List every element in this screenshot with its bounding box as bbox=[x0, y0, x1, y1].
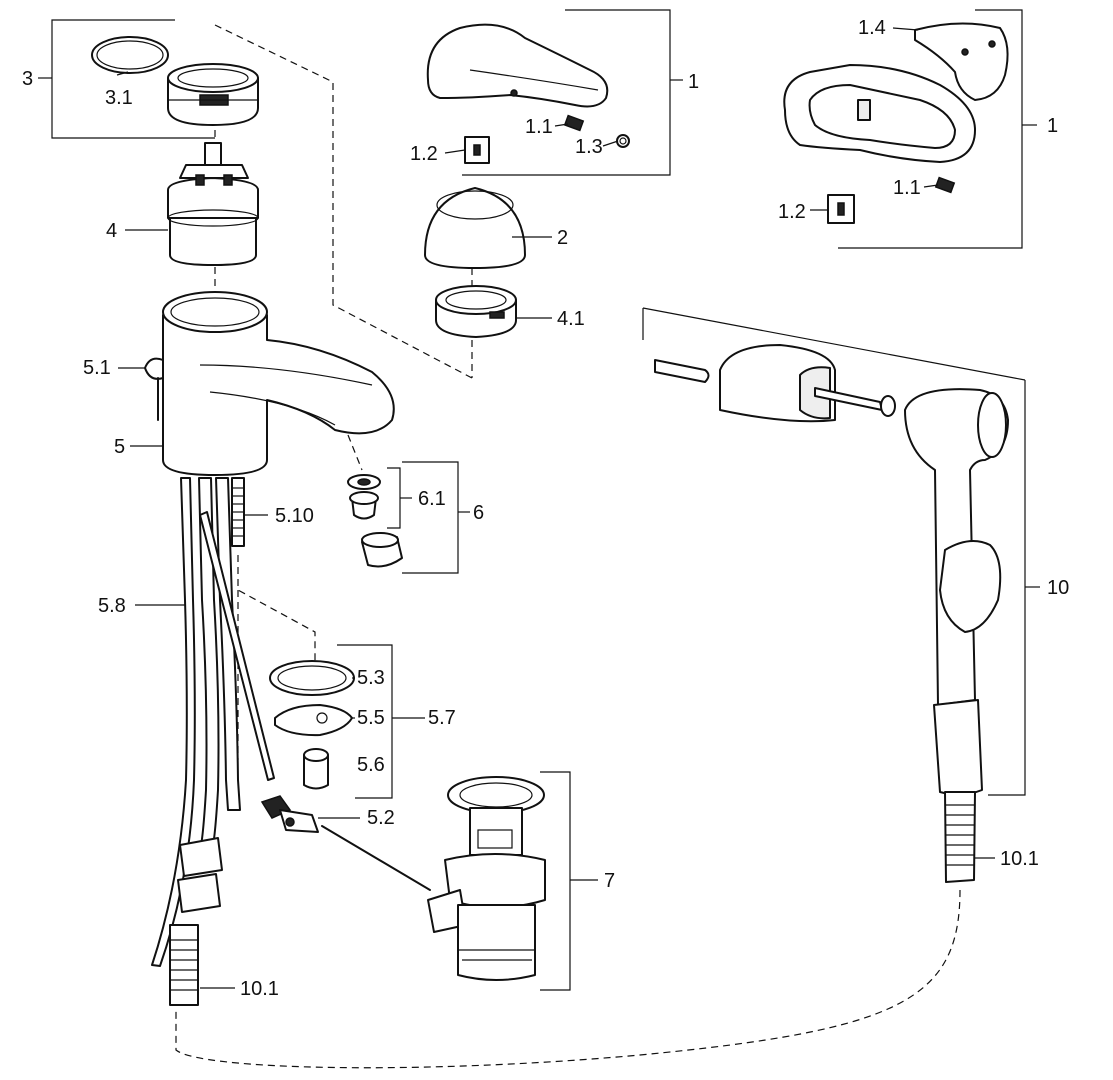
callout-10-1-right: 10.1 bbox=[1000, 848, 1039, 870]
nut-1-3 bbox=[616, 134, 630, 148]
o-ring-5-3 bbox=[269, 660, 355, 696]
callout-4-1: 4.1 bbox=[557, 308, 585, 330]
o-ring-3-1 bbox=[91, 36, 169, 74]
aerator-6 bbox=[347, 474, 403, 568]
callout-1-1-right: 1.1 bbox=[893, 177, 921, 199]
callout-5-6: 5.6 bbox=[357, 754, 385, 776]
nut-5-6 bbox=[303, 748, 329, 790]
callout-1-1-top: 1.1 bbox=[525, 116, 553, 138]
callout-2: 2 bbox=[557, 227, 568, 249]
group-brackets bbox=[38, 9, 1040, 991]
connector-5-2 bbox=[260, 795, 431, 891]
callout-5-5: 5.5 bbox=[357, 707, 385, 729]
callout-5-3: 5.3 bbox=[357, 667, 385, 689]
callout-1-2-right: 1.2 bbox=[778, 201, 806, 223]
clip-5-5 bbox=[274, 704, 353, 737]
callout-10-1-left: 10.1 bbox=[240, 978, 279, 1000]
wall-bracket-10 bbox=[719, 344, 836, 423]
lever-cap-1-4 bbox=[914, 22, 1009, 101]
screw-1-1-right bbox=[934, 176, 956, 194]
lever-handle-1-right bbox=[783, 64, 976, 163]
cartridge-nut-3 bbox=[167, 63, 259, 126]
screw-1-1-top bbox=[563, 114, 585, 132]
callout-3: 3 bbox=[22, 68, 33, 90]
callout-1-3: 1.3 bbox=[575, 136, 603, 158]
callout-1-right: 1 bbox=[1047, 115, 1058, 137]
cover-cap-2 bbox=[424, 187, 526, 269]
callout-1-4: 1.4 bbox=[858, 17, 886, 39]
callout-5-8: 5.8 bbox=[98, 595, 126, 617]
callout-5-1: 5.1 bbox=[83, 357, 111, 379]
lever-handle-1 bbox=[426, 23, 609, 108]
screw-short-10 bbox=[814, 387, 896, 417]
insert-1-2-right bbox=[827, 194, 855, 224]
screw-long-10 bbox=[654, 359, 710, 383]
callout-4: 4 bbox=[106, 220, 117, 242]
callout-1-2-top: 1.2 bbox=[410, 143, 438, 165]
callout-7: 7 bbox=[604, 870, 615, 892]
pop-up-lever-5-1 bbox=[144, 357, 164, 421]
pop-up-waste-7 bbox=[427, 776, 546, 981]
callout-6-1: 6.1 bbox=[418, 488, 446, 510]
hand-shower-10 bbox=[904, 388, 1009, 883]
callout-10: 10 bbox=[1047, 577, 1069, 599]
callout-labels: 3 3.1 4 5.1 5 5.10 5.8 1 1.1 1.3 1.2 2 4… bbox=[22, 17, 1069, 1000]
cartridge-4 bbox=[167, 142, 259, 266]
callout-5-2: 5.2 bbox=[367, 807, 395, 829]
callout-1-top: 1 bbox=[688, 71, 699, 93]
callout-5-10: 5.10 bbox=[275, 505, 314, 527]
leader-lines bbox=[116, 27, 995, 989]
threaded-rod-5-10 bbox=[231, 477, 245, 547]
callout-5-7: 5.7 bbox=[428, 707, 456, 729]
hose-fittings-left bbox=[169, 837, 223, 1006]
callout-6: 6 bbox=[473, 502, 484, 524]
adapter-ring-4-1 bbox=[435, 285, 517, 338]
callout-3-1: 3.1 bbox=[105, 87, 133, 109]
tap-body-5 bbox=[162, 291, 395, 476]
assembly-dashed-lines bbox=[175, 24, 961, 1069]
callout-5: 5 bbox=[114, 436, 125, 458]
insert-1-2-top bbox=[464, 136, 490, 164]
